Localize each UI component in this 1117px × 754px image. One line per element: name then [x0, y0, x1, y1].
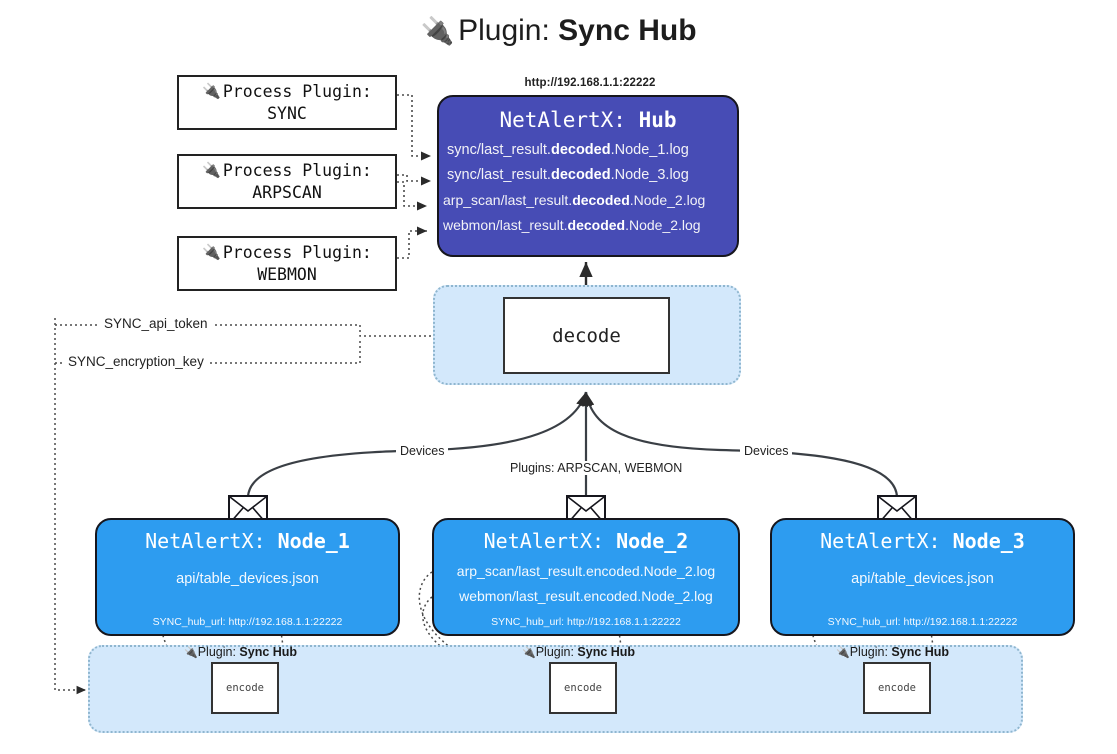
edge-label-devices-left: Devices	[396, 444, 449, 458]
node-log-line: api/table_devices.json	[851, 571, 994, 587]
node-title-name: Node_3	[952, 529, 1025, 553]
node-title-prefix: NetAlertX:	[820, 529, 953, 553]
hub-log-line: sync/last_result.decoded.Node_1.log	[439, 138, 737, 163]
log-mid: decoded	[550, 167, 611, 183]
hub-log-line: webmon/last_result.decoded.Node_2.log	[439, 213, 737, 238]
node-log-line: webmon/last_result.encoded.Node_2.log	[459, 588, 713, 604]
node-title-prefix: NetAlertX:	[483, 529, 617, 553]
plug-icon: 🔌	[202, 81, 221, 100]
node-footer: SYNC_hub_url: http://192.168.1.1:22222	[491, 616, 681, 628]
process-plugin-name: WEBMON	[257, 264, 317, 284]
node-footer: SYNC_hub_url: http://192.168.1.1:22222	[152, 616, 343, 628]
encode-plugin-name: Sync Hub	[891, 645, 950, 659]
hub-log-line: arp_scan/last_result.decoded.Node_2.log	[439, 188, 737, 213]
log-pre: arp_scan/last_result.	[443, 192, 573, 208]
log-post: .Node_2.log	[625, 217, 701, 233]
node-box-node-2[interactable]: NetAlertX: Node_2 arp_scan/last_result.e…	[432, 518, 740, 636]
decode-box[interactable]: decode	[503, 297, 670, 374]
page-title-name: Sync Hub	[558, 14, 697, 47]
log-post: .Node_1.log	[610, 142, 689, 158]
process-plugin-name: SYNC	[267, 103, 307, 123]
node-title-name: Node_2	[616, 529, 689, 553]
log-pre: sync/last_result.	[447, 167, 551, 183]
sync-encryption-key-label: SYNC_encryption_key	[64, 354, 208, 369]
process-plugin-webmon[interactable]: 🔌Process Plugin: WEBMON	[177, 236, 397, 291]
process-plugin-label: Process Plugin:	[222, 242, 372, 262]
plug-icon: 🔌	[420, 16, 455, 46]
hub-title: NetAlertX: Hub	[439, 108, 737, 132]
encode-plugin-name: Sync Hub	[239, 645, 298, 659]
log-post: .Node_3.log	[610, 167, 689, 183]
process-plugin-sync[interactable]: 🔌Process Plugin: SYNC	[177, 75, 397, 130]
sync-api-token-label: SYNC_api_token	[100, 316, 212, 331]
plug-icon: 🔌	[202, 242, 221, 261]
encode-plugin-label: 🔌Plugin: Sync Hub	[522, 645, 635, 659]
edge-label-devices-right: Devices	[740, 444, 793, 458]
plug-icon: 🔌	[836, 647, 850, 659]
node-footer: SYNC_hub_url: http://192.168.1.1:22222	[827, 616, 1018, 628]
hub-title-name: Hub	[638, 108, 677, 132]
node-log-line: arp_scan/last_result.encoded.Node_2.log	[456, 563, 716, 579]
node-title: NetAlertX: Node_1	[97, 529, 398, 553]
node-title: NetAlertX: Node_2	[434, 529, 738, 553]
process-plugin-label: Process Plugin:	[222, 160, 372, 180]
process-plugin-name: ARPSCAN	[252, 182, 322, 202]
plug-icon: 🔌	[184, 647, 198, 659]
hub-node-box[interactable]: NetAlertX: Hub sync/last_result.decoded.…	[437, 95, 739, 257]
log-post: .Node_2.log	[629, 192, 706, 208]
plug-icon: 🔌	[522, 647, 536, 659]
encode-plugin-name: Sync Hub	[577, 645, 636, 659]
log-mid: decoded	[567, 217, 626, 233]
edge-label-plugins-center: Plugins: ARPSCAN, WEBMON	[506, 461, 687, 475]
hub-log-list: sync/last_result.decoded.Node_1.log sync…	[439, 138, 737, 238]
encode-plugin-label: 🔌Plugin: Sync Hub	[836, 645, 949, 659]
node-title-name: Node_1	[277, 529, 350, 553]
page-title: 🔌Plugin: Sync Hub	[0, 14, 1117, 48]
encode-plugin-lead: Plugin:	[197, 645, 240, 659]
process-plugin-arpscan[interactable]: 🔌Process Plugin: ARPSCAN	[177, 154, 397, 209]
log-mid: decoded	[550, 142, 611, 158]
encode-plugin-label: 🔌Plugin: Sync Hub	[184, 645, 297, 659]
log-pre: sync/last_result.	[447, 142, 551, 158]
plug-icon: 🔌	[202, 160, 221, 179]
process-plugin-label: Process Plugin:	[222, 81, 372, 101]
encode-box[interactable]: encode	[211, 662, 279, 714]
encode-plugin-lead: Plugin:	[849, 645, 892, 659]
encode-plugin-lead: Plugin:	[535, 645, 578, 659]
log-pre: webmon/last_result.	[443, 217, 568, 233]
node-box-node-1[interactable]: NetAlertX: Node_1 api/table_devices.json…	[95, 518, 400, 636]
page-title-lead: Plugin:	[458, 14, 559, 47]
hub-log-line: sync/last_result.decoded.Node_3.log	[439, 163, 737, 188]
hub-url-label: http://192.168.1.1:22222	[524, 77, 656, 89]
encode-box[interactable]: encode	[549, 662, 617, 714]
log-mid: decoded	[572, 192, 630, 208]
node-title-prefix: NetAlertX:	[145, 529, 278, 553]
node-title: NetAlertX: Node_3	[772, 529, 1073, 553]
node-log-line: api/table_devices.json	[176, 571, 319, 587]
encode-box[interactable]: encode	[863, 662, 931, 714]
hub-title-prefix: NetAlertX:	[499, 108, 639, 132]
node-box-node-3[interactable]: NetAlertX: Node_3 api/table_devices.json…	[770, 518, 1075, 636]
